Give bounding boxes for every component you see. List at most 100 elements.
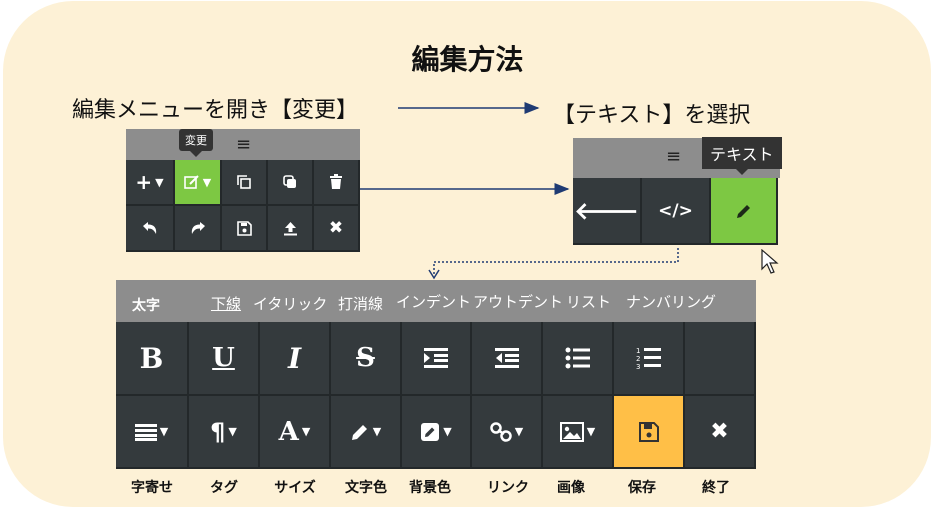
background-color-icon [421, 422, 440, 441]
upload-icon [283, 221, 297, 235]
tooltip-change: 変更 [179, 129, 213, 157]
editor-menu-bar [116, 280, 756, 322]
link-button[interactable]: ▼ [472, 396, 543, 469]
bold-icon: B [139, 341, 164, 375]
hamburger-icon[interactable]: ≡ [236, 134, 252, 155]
arrow-left-icon: 🡐 [574, 197, 639, 225]
list-icon [565, 347, 590, 369]
underline-icon: U [212, 343, 235, 373]
font-size-button[interactable]: A ▼ [260, 396, 331, 469]
strikethrough-button[interactable]: S [331, 322, 402, 396]
change-button[interactable]: ▼ [175, 160, 222, 206]
menu-outdent[interactable]: アウトデント [473, 293, 564, 311]
label-size: サイズ [274, 480, 316, 496]
hamburger-icon[interactable]: ≡ [666, 146, 682, 167]
align-icon [134, 423, 157, 441]
menu-indent[interactable]: インデント [396, 293, 472, 311]
close-button[interactable]: ✖ [314, 206, 360, 252]
paragraph-icon: ¶ [210, 417, 226, 446]
dotted-arrowhead [428, 269, 440, 280]
duplicate-icon [283, 175, 296, 188]
label-tag: タグ [210, 480, 238, 496]
indent-button[interactable] [402, 322, 472, 396]
chevron-down-icon: ▼ [155, 175, 164, 189]
label-text-color: 文字色 [345, 480, 387, 496]
svg-text:2: 2 [636, 355, 640, 363]
background-color-button[interactable]: ▼ [402, 396, 472, 469]
bold-button[interactable]: B [116, 322, 189, 396]
image-icon [559, 421, 584, 442]
delete-button[interactable] [314, 160, 360, 206]
exit-button[interactable]: ✖ [685, 396, 756, 469]
page-title: 編集方法 [411, 43, 524, 76]
menu-underline[interactable]: 下線 [211, 295, 242, 313]
align-button[interactable]: ▼ [116, 396, 189, 469]
list-button[interactable] [543, 322, 614, 396]
text-button[interactable] [711, 178, 778, 245]
italic-icon: I [287, 341, 302, 375]
image-button[interactable]: ▼ [543, 396, 614, 469]
text-color-icon [351, 424, 367, 440]
duplicate-button[interactable] [268, 160, 314, 206]
copy-button[interactable] [222, 160, 268, 206]
outdent-button[interactable] [472, 322, 543, 396]
link-icon [490, 421, 512, 442]
plus-icon: + [135, 170, 153, 194]
svg-text:1: 1 [636, 347, 640, 355]
chevron-down-icon: ▼ [443, 425, 452, 438]
tooltip-text: テキスト [702, 137, 782, 175]
html-button[interactable]: </> [642, 178, 711, 245]
step2-caption: 【テキスト】を選択 [553, 103, 751, 128]
menu-numbering[interactable]: ナンバリング [626, 293, 717, 311]
chevron-down-icon: ▼ [301, 425, 311, 438]
menu-italic[interactable]: イタリック [253, 295, 328, 313]
strikethrough-icon: S [356, 343, 375, 373]
edit-icon [183, 175, 199, 189]
upload-button[interactable] [268, 206, 314, 252]
chevron-down-icon: ▼ [228, 425, 237, 438]
pencil-icon [736, 204, 750, 218]
label-save: 保存 [628, 480, 656, 496]
step1-caption: 編集メニューを開き【変更】 [72, 98, 359, 123]
italic-button[interactable]: I [260, 322, 331, 396]
back-button[interactable]: 🡐 [573, 178, 642, 245]
chevron-down-icon: ▼ [514, 425, 524, 438]
mouse-cursor-icon [761, 249, 779, 274]
label-image: 画像 [557, 480, 585, 496]
redo-icon [191, 222, 205, 234]
undo-button[interactable] [126, 206, 175, 252]
menu-strike[interactable]: 打消線 [338, 295, 384, 313]
chevron-down-icon: ▼ [202, 175, 212, 189]
small-toolbar-header [126, 129, 360, 160]
save-button[interactable] [614, 396, 685, 469]
label-link: リンク [487, 480, 529, 496]
font-size-icon: A [278, 416, 299, 447]
blank-button [685, 322, 756, 396]
indent-icon [424, 348, 448, 368]
dotted-connector [433, 248, 679, 276]
label-background-color: 背景色 [409, 480, 451, 496]
undo-icon [142, 222, 156, 234]
outdent-icon [494, 348, 519, 368]
svg-text:3: 3 [636, 363, 640, 370]
label-exit: 終了 [702, 480, 730, 496]
chevron-down-icon: ▼ [586, 425, 596, 438]
menu-list[interactable]: リスト [566, 293, 612, 311]
text-color-button[interactable]: ▼ [331, 396, 402, 469]
add-button[interactable]: +▼ [126, 160, 175, 206]
chevron-down-icon: ▼ [159, 425, 169, 438]
save-button[interactable] [222, 206, 268, 252]
save-icon [638, 421, 659, 442]
tag-button[interactable]: ¶ ▼ [189, 396, 260, 469]
numbered-list-icon: 123 [636, 347, 661, 370]
close-icon: ✖ [710, 419, 729, 444]
chevron-down-icon: ▼ [372, 425, 382, 438]
underline-button[interactable]: U [189, 322, 260, 396]
close-icon: ✖ [328, 218, 344, 238]
label-align: 字寄せ [131, 480, 173, 496]
menu-bold[interactable]: 太字 [132, 298, 160, 314]
save-icon [236, 220, 252, 236]
redo-button[interactable] [175, 206, 222, 252]
